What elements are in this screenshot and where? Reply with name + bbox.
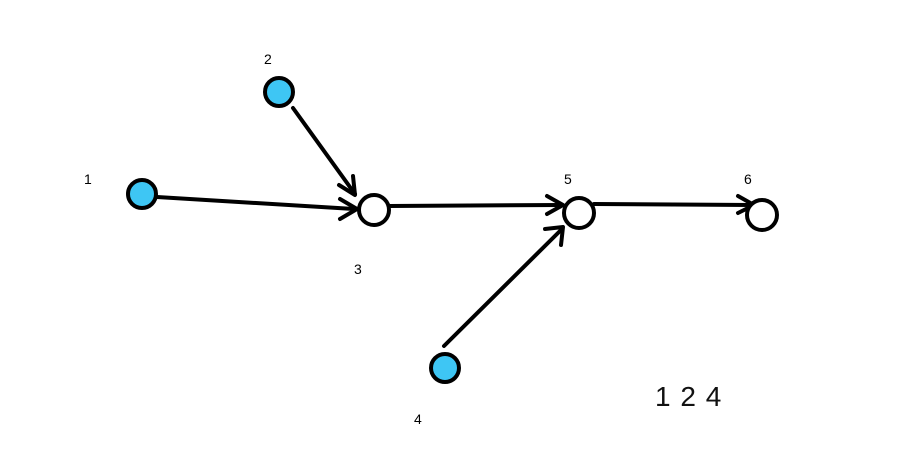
nodes-layer [126,76,779,384]
node-1 [126,178,158,210]
source-order-text: 1 2 4 [655,381,723,412]
arrowhead-3-5 [545,194,565,216]
edge-2-3 [291,106,357,196]
edge-3-5 [387,203,563,208]
node-6 [745,198,779,232]
node-label-3: 3 [354,261,362,277]
node-label-2: 2 [264,51,272,67]
node-label-1: 1 [84,171,92,187]
arrowhead-4-5 [543,225,565,247]
node-3 [357,193,391,227]
node-4 [429,352,461,384]
edge-4-5 [442,227,564,348]
node-2 [263,76,295,108]
edges-layer [155,106,756,348]
edge-5-6 [592,202,753,207]
edge-1-3 [155,195,356,211]
node-label-4: 4 [414,411,422,427]
arrowhead-1-3 [338,197,359,221]
node-5 [562,196,596,230]
node-label-5: 5 [564,171,572,187]
arrowhead-2-3 [337,174,357,197]
node-label-6: 6 [744,171,752,187]
